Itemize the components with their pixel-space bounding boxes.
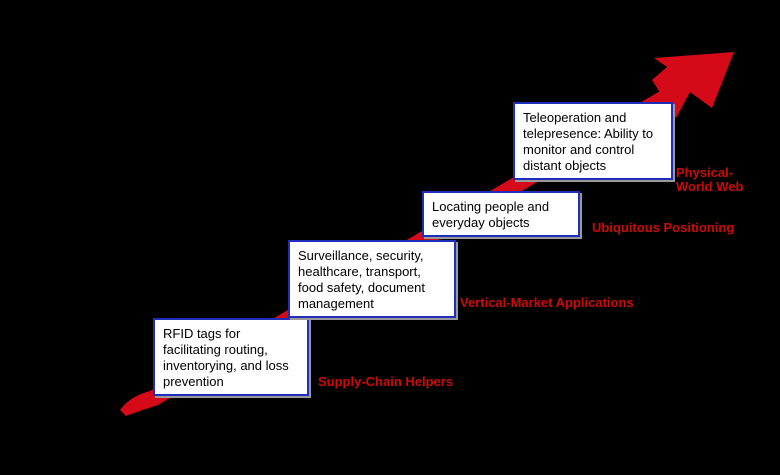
step-description: RFID tags for facilitating routing, inve… bbox=[163, 326, 289, 389]
step-box-vertical-market: Surveillance, security, healthcare, tran… bbox=[288, 240, 456, 318]
progress-arrow-head bbox=[652, 52, 734, 118]
stage-label-positioning: Ubiquitous Positioning bbox=[592, 220, 735, 235]
stage-label-vertical-market: Vertical-Market Applications bbox=[460, 295, 634, 310]
stage-label-supply-chain: Supply-Chain Helpers bbox=[318, 374, 454, 389]
step-box-positioning: Locating people and everyday objects bbox=[422, 191, 580, 237]
step-description: Locating people and everyday objects bbox=[432, 199, 550, 230]
step-box-physical-web: Teleoperation and telepresence: Ability … bbox=[513, 102, 673, 180]
step-description: Surveillance, security, healthcare, tran… bbox=[298, 248, 425, 311]
step-description: Teleoperation and telepresence: Ability … bbox=[523, 110, 654, 173]
step-box-supply-chain: RFID tags for facilitating routing, inve… bbox=[153, 318, 309, 396]
stage-label-physical-web: Physical-World Web bbox=[676, 165, 744, 194]
